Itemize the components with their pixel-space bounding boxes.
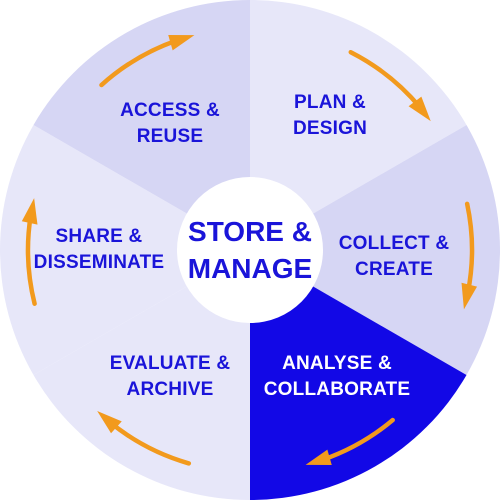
segment-collaborate: [250, 250, 467, 500]
segment-label-reuse-line1: ACCESS &: [120, 100, 220, 121]
arrow-access-reuse: [99, 35, 195, 88]
segment-design: [250, 0, 467, 250]
segment-label-collaborate-line2: COLLABORATE: [264, 379, 410, 400]
segment-label-create-line2: CREATE: [355, 259, 433, 280]
segment-create: [250, 125, 500, 375]
segment-archive: [33, 250, 250, 500]
segment-label-disseminate-line2: DISSEMINATE: [34, 252, 165, 273]
center-label-line2: MANAGE: [188, 253, 312, 284]
arrow-analyse-collaborate: [305, 417, 395, 465]
arrow-share-disseminate: [21, 198, 38, 306]
segment-reuse: [33, 0, 250, 250]
center-hub: [177, 177, 323, 323]
segment-label-disseminate-line1: SHARE &: [56, 226, 143, 247]
arrow-collect-create: [461, 201, 478, 310]
segment-label-archive-line2: ARCHIVE: [127, 379, 214, 400]
segment-label-collaborate-line1: ANALYSE &: [282, 353, 392, 374]
segment-label-reuse-line2: REUSE: [137, 126, 203, 147]
segment-label-design-line1: PLAN &: [294, 92, 366, 113]
arrow-plan-design: [348, 49, 431, 122]
center-label-line1: STORE &: [188, 216, 312, 247]
arrow-evaluate-archive: [97, 411, 192, 466]
segment-disseminate: [0, 125, 250, 375]
segment-label-design-line2: DESIGN: [293, 118, 367, 139]
segment-label-create-line1: COLLECT &: [339, 233, 450, 254]
segment-label-archive-line1: EVALUATE &: [110, 353, 231, 374]
